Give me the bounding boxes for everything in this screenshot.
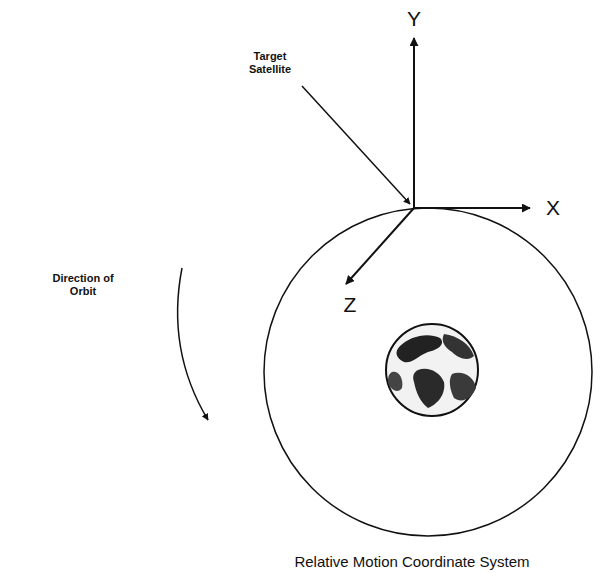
- leader-line: [302, 86, 410, 204]
- earth-landmass: [388, 372, 402, 391]
- earth-landmass: [397, 335, 443, 362]
- figure-caption: Relative Motion Coordinate System: [232, 553, 592, 571]
- axis-label: X: [540, 195, 566, 220]
- earth-landmass: [450, 373, 476, 401]
- z-axis: [346, 208, 414, 284]
- earth-landmass: [443, 334, 474, 359]
- orbit-circle: [264, 208, 592, 536]
- callout-label: Direction of Orbit: [38, 272, 128, 298]
- callout-label: Target Satellite: [238, 50, 302, 76]
- orbit-direction-arrow: [178, 268, 208, 420]
- earth-outline: [386, 324, 478, 416]
- x-axis: [414, 207, 530, 209]
- y-axis: [413, 38, 415, 208]
- earth-landmass: [413, 369, 444, 408]
- axis-label: Z: [338, 292, 362, 317]
- earth-globe: [386, 324, 478, 416]
- axis-label: Y: [402, 6, 426, 31]
